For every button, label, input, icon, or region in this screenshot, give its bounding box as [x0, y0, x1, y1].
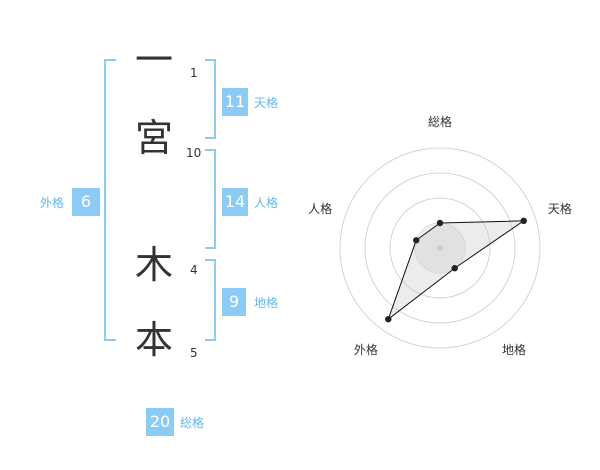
radar-center-dot	[437, 245, 443, 251]
chikaku-bracket	[205, 259, 216, 341]
radar-axis-label-5: 人格	[308, 201, 332, 216]
radar-point-2	[520, 217, 527, 225]
stroke-count-3: 4	[190, 263, 198, 277]
jinkaku-bracket	[205, 149, 216, 249]
radar-data-polygon	[387, 220, 526, 321]
soukaku-label: 総格	[180, 416, 205, 430]
radar-point-3	[451, 265, 458, 272]
gaikaku-bracket	[104, 59, 116, 341]
gaikaku-badge: 6	[72, 188, 100, 216]
jinkaku-label: 人格	[254, 196, 279, 210]
stroke-count-2: 10	[186, 146, 202, 160]
radar-grid-ring-3	[364, 172, 516, 324]
name-char-2: 宮	[134, 116, 173, 160]
name-char-1: 一	[134, 38, 173, 82]
tenkaku-badge: 11	[222, 88, 248, 116]
radar-axis-label-1: 総格	[428, 114, 452, 129]
tenkaku-label: 天格	[254, 96, 279, 110]
stroke-count-4: 5	[190, 346, 198, 360]
stroke-count-1: 1	[190, 66, 198, 80]
radar-axis-label-2: 天格	[548, 201, 572, 216]
name-char-4: 本	[134, 318, 173, 362]
gaikaku-label: 外格	[40, 196, 65, 210]
jinkaku-badge: 14	[222, 188, 248, 216]
radar-axis-label-4: 外格	[354, 342, 378, 357]
tenkaku-bracket	[205, 59, 216, 139]
radar-point-4	[385, 315, 392, 323]
chikaku-badge: 9	[222, 288, 246, 316]
radar-grid-ring-4	[339, 147, 541, 349]
radar-axis-label-3: 地格	[502, 342, 526, 357]
radar-point-1	[436, 219, 444, 227]
name-char-3: 木	[134, 243, 173, 287]
radar-grid-ring-2	[389, 197, 491, 299]
chikaku-label: 地格	[254, 296, 279, 310]
radar-point-5	[413, 237, 420, 244]
soukaku-badge: 20	[146, 408, 174, 436]
